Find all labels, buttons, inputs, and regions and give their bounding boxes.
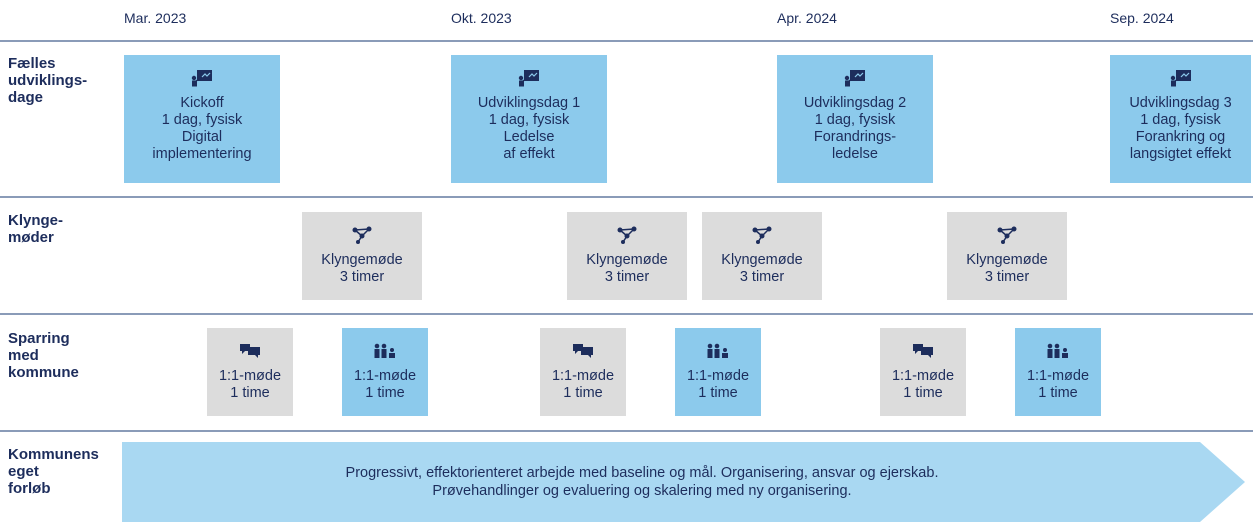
dev-day-topic: Forankring og [1135,129,1226,145]
dev-day-title: Udviklingsdag 2 [803,95,907,111]
presentation-icon [518,67,540,89]
date-label: Sep. 2024 [1110,10,1174,26]
dev-day-topic: langsigtet effekt [1129,146,1232,162]
people-icon [1046,340,1070,362]
dev-day-topic: af effekt [503,146,555,162]
sparring-meeting-box: 1:1-møde 1 time [1015,328,1101,416]
row-label-sparring-med-kommune: Sparring med kommune [8,330,79,381]
dev-day-duration: 1 dag, fysisk [161,112,243,128]
sparring-meeting-title: 1:1-møde [353,368,417,384]
sparring-meeting-title: 1:1-møde [551,368,615,384]
dev-day-duration: 1 dag, fysisk [1140,112,1221,128]
cluster-meeting-title: Klyngemøde [321,252,403,268]
sparring-meeting-box: 1:1-møde 1 time [880,328,966,416]
row-divider [0,313,1253,315]
dev-day-box: Kickoff 1 dag, fysisk Digital implemente… [124,55,280,183]
people-icon [706,340,730,362]
presentation-icon [191,67,213,89]
chat-icon [912,340,934,362]
dev-day-title: Udviklingsdag 1 [477,95,581,111]
dev-day-topic: Digital [181,129,223,145]
cluster-meeting-box: Klyngemøde 3 timer [567,212,687,300]
cluster-meeting-duration: 3 timer [339,269,385,285]
presentation-icon [1170,67,1192,89]
network-icon [616,224,638,246]
chat-icon [239,340,261,362]
dev-day-topic: ledelse [832,146,878,162]
dev-day-title: Udviklingsdag 3 [1129,95,1232,111]
row-divider [0,430,1253,432]
sparring-meeting-title: 1:1-møde [686,368,750,384]
row-divider [0,40,1253,42]
dev-day-duration: 1 dag, fysisk [488,112,570,128]
row-label-klyngemoeder: Klynge- møder [8,212,64,246]
dev-day-box: Udviklingsdag 1 1 dag, fysisk Ledelse af… [451,55,607,183]
cluster-meeting-title: Klyngemøde [586,252,668,268]
cluster-meeting-duration: 3 timer [739,269,785,285]
row-label-faelles-udviklingsdage: Fælles udviklings- dage [8,55,88,106]
network-icon [996,224,1018,246]
sparring-meeting-box: 1:1-møde 1 time [540,328,626,416]
cluster-meeting-duration: 3 timer [604,269,650,285]
dev-day-title: Kickoff [180,95,224,111]
dev-day-topic: Ledelse [503,129,555,145]
cluster-meeting-title: Klyngemøde [966,252,1048,268]
sparring-meeting-box: 1:1-møde 1 time [675,328,761,416]
cluster-meeting-box: Klyngemøde 3 timer [702,212,822,300]
sparring-meeting-duration: 1 time [230,385,270,401]
people-icon [373,340,397,362]
cluster-meeting-duration: 3 timer [984,269,1030,285]
sparring-meeting-title: 1:1-møde [891,368,955,384]
date-label: Okt. 2023 [451,10,512,26]
sparring-meeting-duration: 1 time [698,385,738,401]
sparring-meeting-box: 1:1-møde 1 time [207,328,293,416]
presentation-icon [844,67,866,89]
process-line-1: Progressivt, effektorienteret arbejde me… [345,465,939,481]
process-arrow [122,442,1245,522]
row-divider [0,196,1253,198]
date-label: Apr. 2024 [777,10,837,26]
sparring-meeting-title: 1:1-møde [218,368,282,384]
cluster-meeting-box: Klyngemøde 3 timer [302,212,422,300]
chat-icon [572,340,594,362]
sparring-meeting-title: 1:1-møde [1026,368,1090,384]
sparring-meeting-duration: 1 time [1038,385,1078,401]
dev-day-topic: Forandrings- [813,129,897,145]
date-label: Mar. 2023 [124,10,187,26]
cluster-meeting-box: Klyngemøde 3 timer [947,212,1067,300]
sparring-meeting-duration: 1 time [365,385,405,401]
sparring-meeting-duration: 1 time [563,385,603,401]
process-line-2: Prøvehandlinger og evaluering og skaleri… [432,483,852,499]
row-label-kommunens-eget-forloeb: Kommunens eget forløb [8,446,99,497]
network-icon [351,224,373,246]
cluster-meeting-title: Klyngemøde [721,252,803,268]
dev-day-box: Udviklingsdag 2 1 dag, fysisk Forandring… [777,55,933,183]
dev-day-box: Udviklingsdag 3 1 dag, fysisk Forankring… [1110,55,1251,183]
network-icon [751,224,773,246]
process-description: Progressivt, effektorienteret arbejde me… [122,442,1162,522]
dev-day-topic: implementering [152,146,252,162]
dev-day-duration: 1 dag, fysisk [814,112,896,128]
sparring-meeting-duration: 1 time [903,385,943,401]
sparring-meeting-box: 1:1-møde 1 time [342,328,428,416]
